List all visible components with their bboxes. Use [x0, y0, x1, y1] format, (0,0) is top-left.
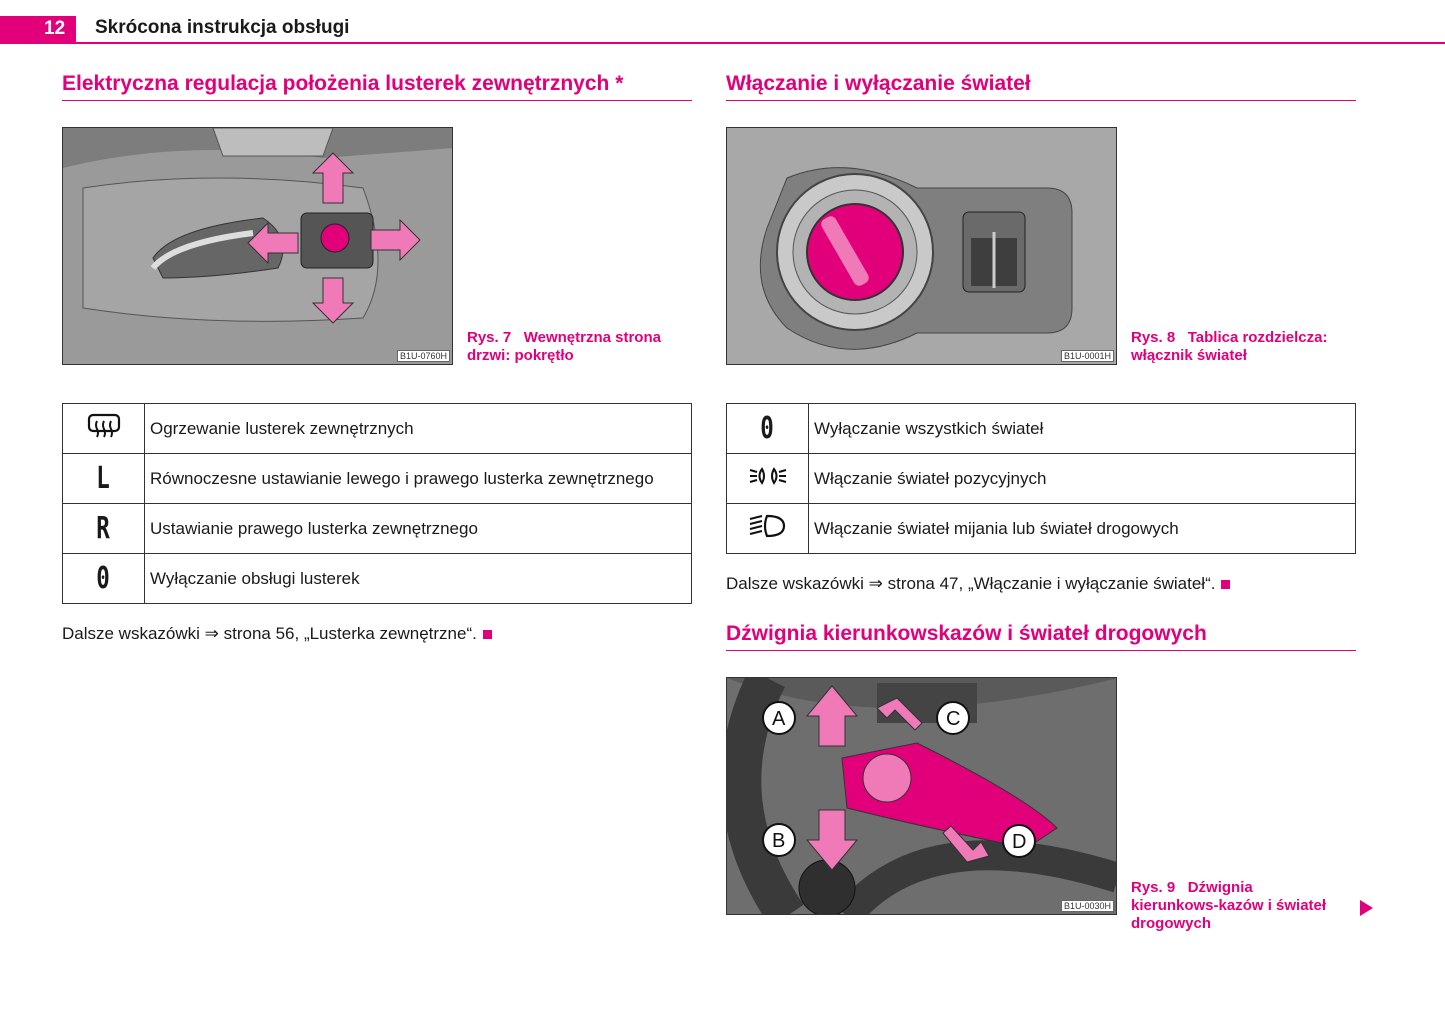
- description-cell: Ustawianie prawego lusterka zewnętrznego: [144, 503, 692, 554]
- section-heading-stalk: Dźwignia kierunkowskazów i świateł drogo…: [726, 622, 1356, 651]
- note-text: Dalsze wskazówki ⇒ strona 47, „Włączanie…: [726, 574, 1216, 593]
- section-heading-mirrors: Elektryczna regulacja położenia lusterek…: [62, 72, 692, 101]
- figure-code: B1U-0001H: [1060, 350, 1114, 362]
- symbol-cell: [726, 503, 809, 554]
- figure-door-control: B1U-0760H: [62, 127, 453, 365]
- description-cell: Wyłączanie wszystkich świateł: [808, 403, 1356, 454]
- caption-text: Wewnętrzna strona drzwi: pokrętło: [467, 329, 661, 364]
- end-mark-icon: [1221, 580, 1231, 590]
- description-cell: Wyłączanie obsługi lusterek: [144, 553, 692, 604]
- figure-code: B1U-0760H: [396, 350, 450, 362]
- description-cell: Ogrzewanie lusterek zewnętrznych: [144, 403, 692, 454]
- note-text: Dalsze wskazówki ⇒ strona 56, „Lusterka …: [62, 624, 477, 643]
- caption-label: Rys. 7: [467, 329, 512, 346]
- description-cell: Równoczesne ustawianie lewego i prawego …: [144, 453, 692, 504]
- page-title: Skrócona instrukcja obsługi: [95, 17, 350, 38]
- table-row: Ogrzewanie lusterek zewnętrznych: [62, 403, 692, 454]
- symbol-r: R: [96, 511, 111, 546]
- table-row: L Równoczesne ustawianie lewego i praweg…: [62, 453, 692, 504]
- table-row: R Ustawianie prawego lusterka zewnętrzne…: [62, 503, 692, 554]
- figure-caption-9: Rys. 9 Dźwignia kierunkows-kazów i świat…: [1131, 879, 1341, 933]
- table-row: Włączanie świateł mijania lub świateł dr…: [726, 503, 1356, 554]
- symbol-cell: [62, 403, 145, 454]
- symbol-cell: R: [62, 503, 145, 554]
- table-row: 0 Wyłączanie wszystkich świateł: [726, 403, 1356, 454]
- caption-label: Rys. 8: [1131, 329, 1176, 346]
- description-cell: Włączanie świateł pozycyjnych: [808, 453, 1356, 504]
- symbol-cell: 0: [726, 403, 809, 454]
- continue-arrow-icon: [1360, 900, 1373, 916]
- reference-note-lights: Dalsze wskazówki ⇒ strona 47, „Włączanie…: [726, 574, 1231, 594]
- symbol-cell: [726, 453, 809, 504]
- figure-caption-8: Rys. 8 Tablica rozdzielcza: włącznik świ…: [1131, 329, 1331, 365]
- page-number: 12: [44, 18, 66, 39]
- stalk-label-b: B: [772, 830, 785, 852]
- light-symbol-table: 0 Wyłączanie wszystkich świateł Włączani…: [726, 403, 1356, 554]
- header-band: [0, 16, 76, 44]
- stalk-label-a: A: [772, 708, 786, 730]
- symbol-l: L: [96, 461, 111, 496]
- symbol-zero: 0: [96, 561, 111, 596]
- turn-stalk-illustration: A B C D: [727, 678, 1116, 914]
- caption-label: Rys. 9: [1131, 879, 1176, 896]
- symbol-zero: 0: [760, 411, 775, 446]
- stalk-label-c: C: [946, 708, 960, 730]
- figure-light-switch: B1U-0001H: [726, 127, 1117, 365]
- reference-note-mirrors: Dalsze wskazówki ⇒ strona 56, „Lusterka …: [62, 624, 492, 644]
- table-row: Włączanie świateł pozycyjnych: [726, 453, 1356, 504]
- stalk-label-d: D: [1012, 831, 1026, 853]
- figure-code: B1U-0030H: [1060, 900, 1114, 912]
- header-rule: [76, 42, 1445, 44]
- caption-text: Dźwignia kierunkows-kazów i świateł drog…: [1131, 879, 1327, 932]
- description-cell: Włączanie świateł mijania lub świateł dr…: [808, 503, 1356, 554]
- parking-light-icon: [749, 467, 786, 485]
- mirror-symbol-table: Ogrzewanie lusterek zewnętrznych L Równo…: [62, 403, 692, 604]
- door-control-illustration: [63, 128, 452, 364]
- figure-caption-7: Rys. 7 Wewnętrzna strona drzwi: pokrętło: [467, 329, 667, 365]
- section-heading-lights: Włączanie i wyłączanie świateł: [726, 72, 1356, 101]
- symbol-cell: L: [62, 453, 145, 504]
- symbol-cell: 0: [62, 553, 145, 604]
- end-mark-icon: [482, 630, 492, 640]
- table-row: 0 Wyłączanie obsługi lusterek: [62, 553, 692, 604]
- figure-turn-stalk: A B C D B1U-0030H: [726, 677, 1117, 915]
- low-beam-icon: [749, 514, 785, 538]
- caption-text: Tablica rozdzielcza: włącznik świateł: [1131, 329, 1328, 364]
- light-switch-illustration: [727, 128, 1116, 364]
- mirror-defrost-icon: [87, 413, 120, 438]
